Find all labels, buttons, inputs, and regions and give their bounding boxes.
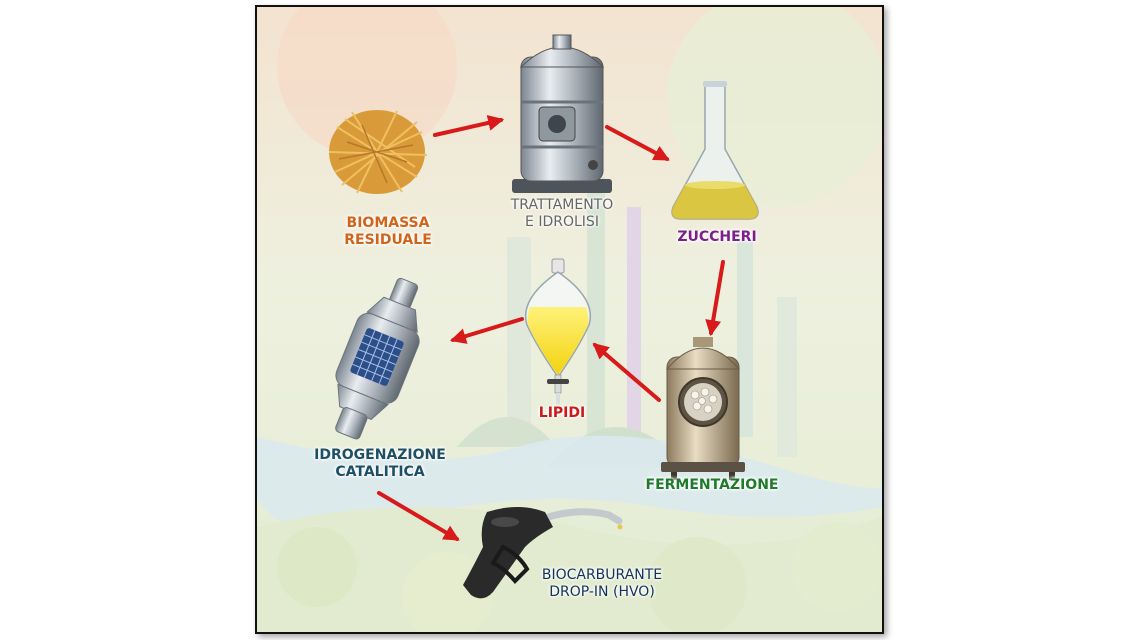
arrow-biomass-to-treatment — [433, 115, 505, 137]
label-hydrogenation-line1: IDROGENAZIONE — [314, 447, 446, 463]
label-hydrogenation-line2: CATALITICA — [335, 464, 425, 480]
diagram-graphics — [328, 34, 759, 599]
label-sugars-line1: ZUCCHERI — [677, 229, 757, 245]
label-lipids: LIPIDI — [539, 405, 585, 422]
label-biomass-line2: RESIDUALE — [344, 232, 432, 248]
label-treatment-line2: E IDROLISI — [525, 214, 599, 230]
catalytic-converter-icon — [335, 277, 420, 440]
erlenmeyer-flask-icon — [671, 81, 759, 220]
label-biofuel-line1: BIOCARBURANTE — [541, 567, 663, 583]
label-hydrogenation: IDROGENAZIONE CATALITICA — [314, 447, 446, 481]
label-lipids-line1: LIPIDI — [538, 405, 586, 421]
label-treatment: TRATTAMENTO E IDROLISI — [511, 197, 614, 231]
arrow-treatment-to-sugars — [605, 125, 670, 161]
label-fermentation: FERMENTAZIONE — [646, 477, 779, 494]
arrow-lipids-to-hydrogenation — [449, 317, 524, 344]
separatory-funnel-icon — [525, 258, 591, 407]
label-biomass: BIOMASSA RESIDUALE — [344, 215, 432, 249]
arrow-hydrogenation-to-biofuel — [377, 491, 460, 541]
label-treatment-line1: TRATTAMENTO — [510, 197, 614, 213]
flow-arrows — [377, 115, 725, 541]
arrow-fermentation-to-lipids — [592, 342, 661, 402]
diagram-frame: BIOMASSA RESIDUALE TRATTAMENTO E IDROLIS… — [255, 5, 884, 634]
arrow-sugars-to-fermentation — [705, 260, 725, 337]
label-biofuel: BIOCARBURANTE DROP-IN (HVO) — [542, 567, 662, 601]
fuel-nozzle-icon — [463, 507, 623, 599]
label-biofuel-line2: DROP-IN (HVO) — [549, 584, 655, 600]
label-sugars: ZUCCHERI — [677, 229, 756, 246]
straw-bundle-icon — [328, 110, 428, 194]
fermenter-tank-icon — [661, 337, 745, 480]
reactor-vessel-icon — [512, 34, 612, 193]
label-fermentation-line1: FERMENTAZIONE — [645, 477, 779, 493]
label-biomass-line1: BIOMASSA — [346, 215, 430, 231]
